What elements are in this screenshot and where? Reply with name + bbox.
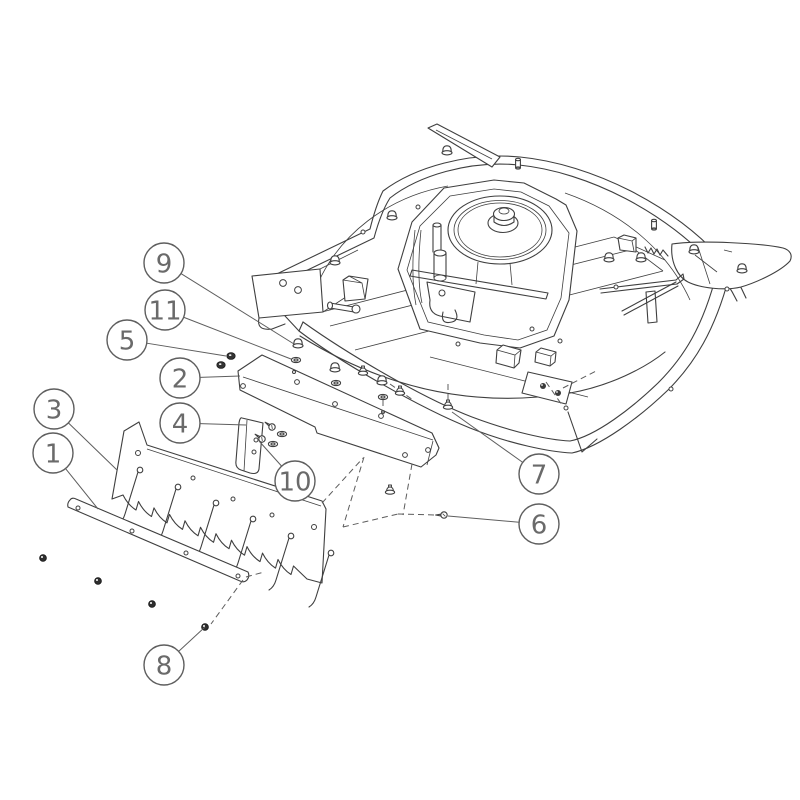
callout-leader-line: [65, 468, 99, 510]
callout-1[interactable]: 1: [32, 432, 99, 510]
hardware-flange-bolt: [442, 399, 454, 410]
callout-balloon[interactable]: [106, 319, 148, 361]
callout-leader-line: [199, 423, 247, 426]
hardware-layer: [39, 145, 748, 631]
hardware-acorn-nut: [635, 252, 647, 263]
hardware-washer: [290, 356, 302, 364]
hardware-hex-nut-dark: [226, 352, 236, 360]
hardware-washer: [377, 393, 389, 401]
hardware-hex-nut-dark: [216, 361, 226, 369]
part-side-plate: [235, 417, 264, 475]
belt-guard-inner: [406, 188, 570, 341]
hardware-acorn-nut: [292, 338, 304, 349]
callout-11[interactable]: 11: [144, 289, 292, 360]
hardware-button-screw: [148, 600, 156, 608]
hardware-acorn-nut: [329, 255, 341, 266]
hardware-acorn-nut: [386, 210, 398, 221]
hardware-acorn-nut: [688, 244, 700, 255]
callout-leader-line: [146, 342, 227, 357]
callout-balloon[interactable]: [518, 503, 560, 545]
hardware-button-screw: [39, 554, 47, 562]
hardware-acorn-nut: [329, 362, 341, 373]
callout-balloon[interactable]: [159, 402, 201, 444]
hardware-acorn-nut: [603, 252, 615, 263]
part-wear-strip: [67, 497, 250, 583]
callout-balloon[interactable]: [143, 644, 185, 686]
deck-right-cluster: [599, 234, 685, 324]
idler-spring: [644, 246, 669, 257]
spindle-pulley-assembly: [397, 179, 578, 349]
callout-balloon[interactable]: [144, 289, 186, 331]
hardware-washer: [330, 379, 342, 387]
callout-number: 3: [46, 395, 63, 425]
deck-skirt-outer: [298, 276, 730, 454]
deck-bottom-bracket: [521, 371, 573, 405]
deck-left-bracket: [251, 249, 359, 330]
hardware-washer: [267, 440, 279, 448]
hardware-peg: [515, 157, 521, 170]
callout-3[interactable]: 3: [33, 388, 118, 471]
callout-4[interactable]: 4: [159, 402, 247, 444]
callout-balloon[interactable]: [518, 453, 560, 495]
part-scarifier-comb: [111, 421, 335, 608]
callout-6[interactable]: 6: [447, 503, 560, 545]
callout-leader-line: [447, 515, 520, 523]
belt-keeper-arc: [299, 335, 666, 399]
callout-number: 8: [156, 651, 173, 681]
deck-support-feet: [495, 344, 557, 369]
hardware-screw: [435, 511, 448, 519]
hardware-acorn-nut: [736, 263, 748, 274]
callout-leader-line: [183, 316, 292, 360]
callout-number: 6: [531, 510, 548, 540]
callout-balloon[interactable]: [33, 388, 75, 430]
deck-left-cluster: [326, 222, 476, 324]
hardware-button-screw: [94, 577, 102, 585]
callout-number: 10: [278, 467, 311, 497]
hardware-screw: [262, 419, 278, 433]
callout-number: 1: [45, 439, 62, 469]
callout-10[interactable]: 10: [258, 440, 316, 502]
hardware-acorn-nut: [441, 145, 453, 156]
callout-leader-line: [451, 411, 524, 463]
callout-leader-line: [68, 422, 118, 471]
callout-leader-line: [258, 440, 282, 467]
callout-balloon[interactable]: [32, 432, 74, 474]
callout-8[interactable]: 8: [143, 626, 206, 686]
mower-deck-body: [251, 123, 792, 454]
callouts-layer: 1 2 3 4 5 6 7 8 9 10 11: [32, 242, 560, 686]
callout-number: 2: [172, 364, 189, 394]
hardware-flange-bolt: [384, 484, 396, 495]
hardware-acorn-nut: [376, 375, 388, 386]
callout-balloon[interactable]: [159, 357, 201, 399]
callout-leader-line: [178, 626, 206, 652]
alignment-dashed-lines: [210, 369, 599, 625]
deck-top-wing: [427, 123, 501, 168]
callout-balloon[interactable]: [143, 242, 185, 284]
callout-number: 7: [531, 460, 548, 490]
hardware-peg: [651, 218, 657, 231]
deck-right-wing: [671, 241, 792, 290]
callout-number: 5: [119, 326, 136, 356]
mower-blade: [409, 269, 549, 300]
callout-number: 11: [148, 296, 181, 326]
hardware-washer: [276, 430, 288, 438]
callout-number: 4: [172, 409, 189, 439]
callout-5[interactable]: 5: [106, 319, 227, 361]
callout-2[interactable]: 2: [159, 357, 241, 399]
callout-balloon[interactable]: [274, 460, 316, 502]
callout-leader-line: [199, 375, 241, 378]
callout-number: 9: [156, 249, 173, 279]
callout-9[interactable]: 9: [143, 242, 295, 345]
callout-leader-line: [180, 273, 295, 345]
hardware-flange-bolt: [394, 385, 406, 396]
callout-7[interactable]: 7: [451, 411, 560, 495]
deck-holes: [360, 204, 730, 411]
deck-front-tab: [567, 411, 598, 453]
part-mounting-bar: [237, 354, 440, 468]
